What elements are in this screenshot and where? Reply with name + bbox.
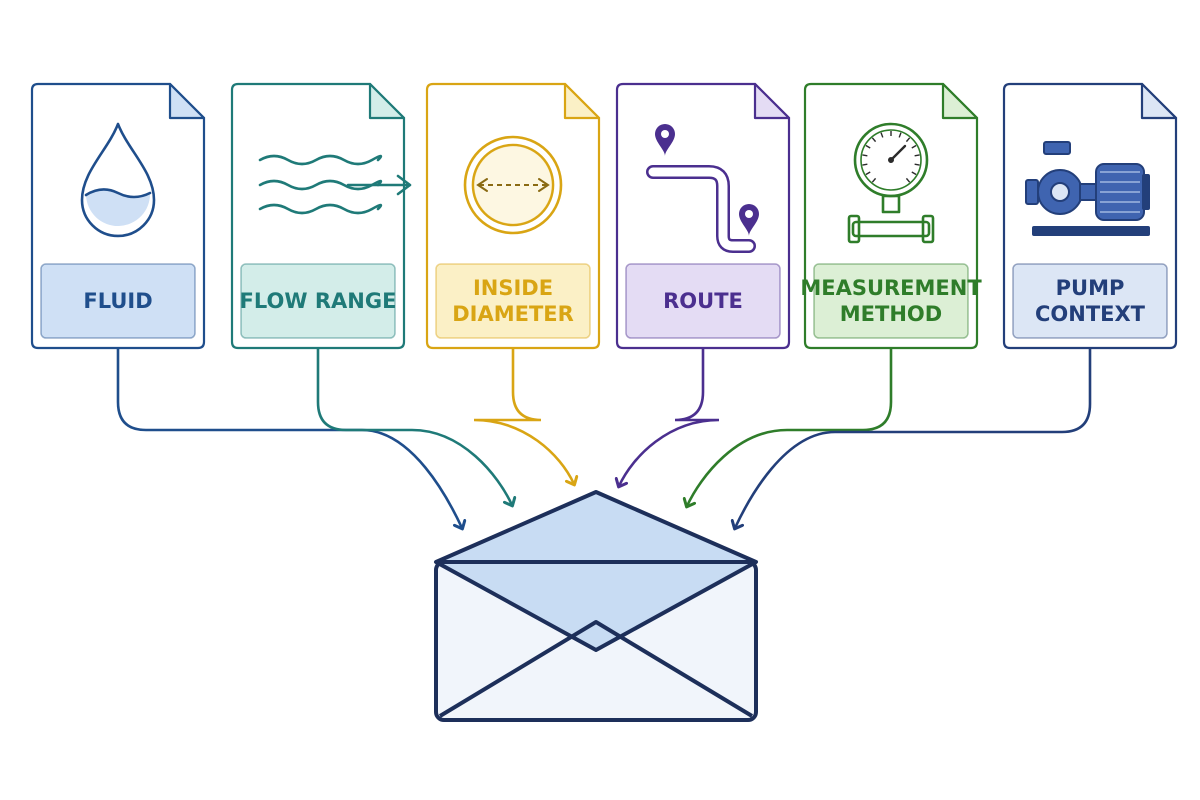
connector-pump-context [735, 346, 1092, 528]
card-label-box [40, 263, 196, 339]
connector-route [619, 346, 720, 486]
card-label-measurement-method-line2: METHOD [840, 302, 942, 326]
card-folded-corner [168, 82, 206, 120]
card-label-flow-range-line1: FLOW RANGE [240, 289, 397, 313]
card-label-measurement-method-line1: MEASUREMENT [800, 276, 982, 300]
connector-inside-diameter [473, 346, 574, 484]
connector-measurement-method [687, 346, 893, 506]
card-label-route-line1: ROUTE [663, 289, 743, 313]
card-fluid: FLUID [30, 82, 206, 350]
card-label-box [625, 263, 781, 339]
card-label-pump-context-line1: PUMP [1056, 276, 1125, 300]
envelope-bottom-fold [438, 620, 754, 718]
card-label-fluid-line1: FLUID [83, 289, 152, 313]
envelope-body [434, 560, 758, 722]
connector-flow-range [316, 346, 512, 505]
pipe-diameter-icon [463, 135, 563, 235]
card-folded-corner [563, 82, 601, 120]
card-folded-corner [941, 82, 979, 120]
card-label-box [240, 263, 396, 339]
card-label-box [435, 263, 591, 339]
water-drop-icon [80, 122, 156, 238]
card-label-box [813, 263, 969, 339]
connectors [116, 346, 1092, 528]
card-label-inside-diameter-line1: INSIDE [473, 276, 553, 300]
pipe-route-icon [646, 124, 759, 253]
connector-fluid [116, 346, 462, 528]
card-folded-corner [368, 82, 406, 120]
card-label-pump-context-line2: CONTEXT [1035, 302, 1146, 326]
card-route: ROUTE [615, 82, 791, 350]
card-folded-corner [753, 82, 791, 120]
card-label-box [1012, 263, 1168, 339]
card-flow-range: FLOW RANGE [230, 82, 412, 350]
card-folded-corner [1140, 82, 1178, 120]
card-label-inside-diameter-line2: DIAMETER [452, 302, 574, 326]
pump-icon [1025, 141, 1150, 236]
envelope-flap [434, 490, 758, 652]
flow-waves-icon [258, 154, 412, 215]
pressure-gauge-icon [847, 122, 935, 244]
envelope-icon [434, 490, 758, 722]
